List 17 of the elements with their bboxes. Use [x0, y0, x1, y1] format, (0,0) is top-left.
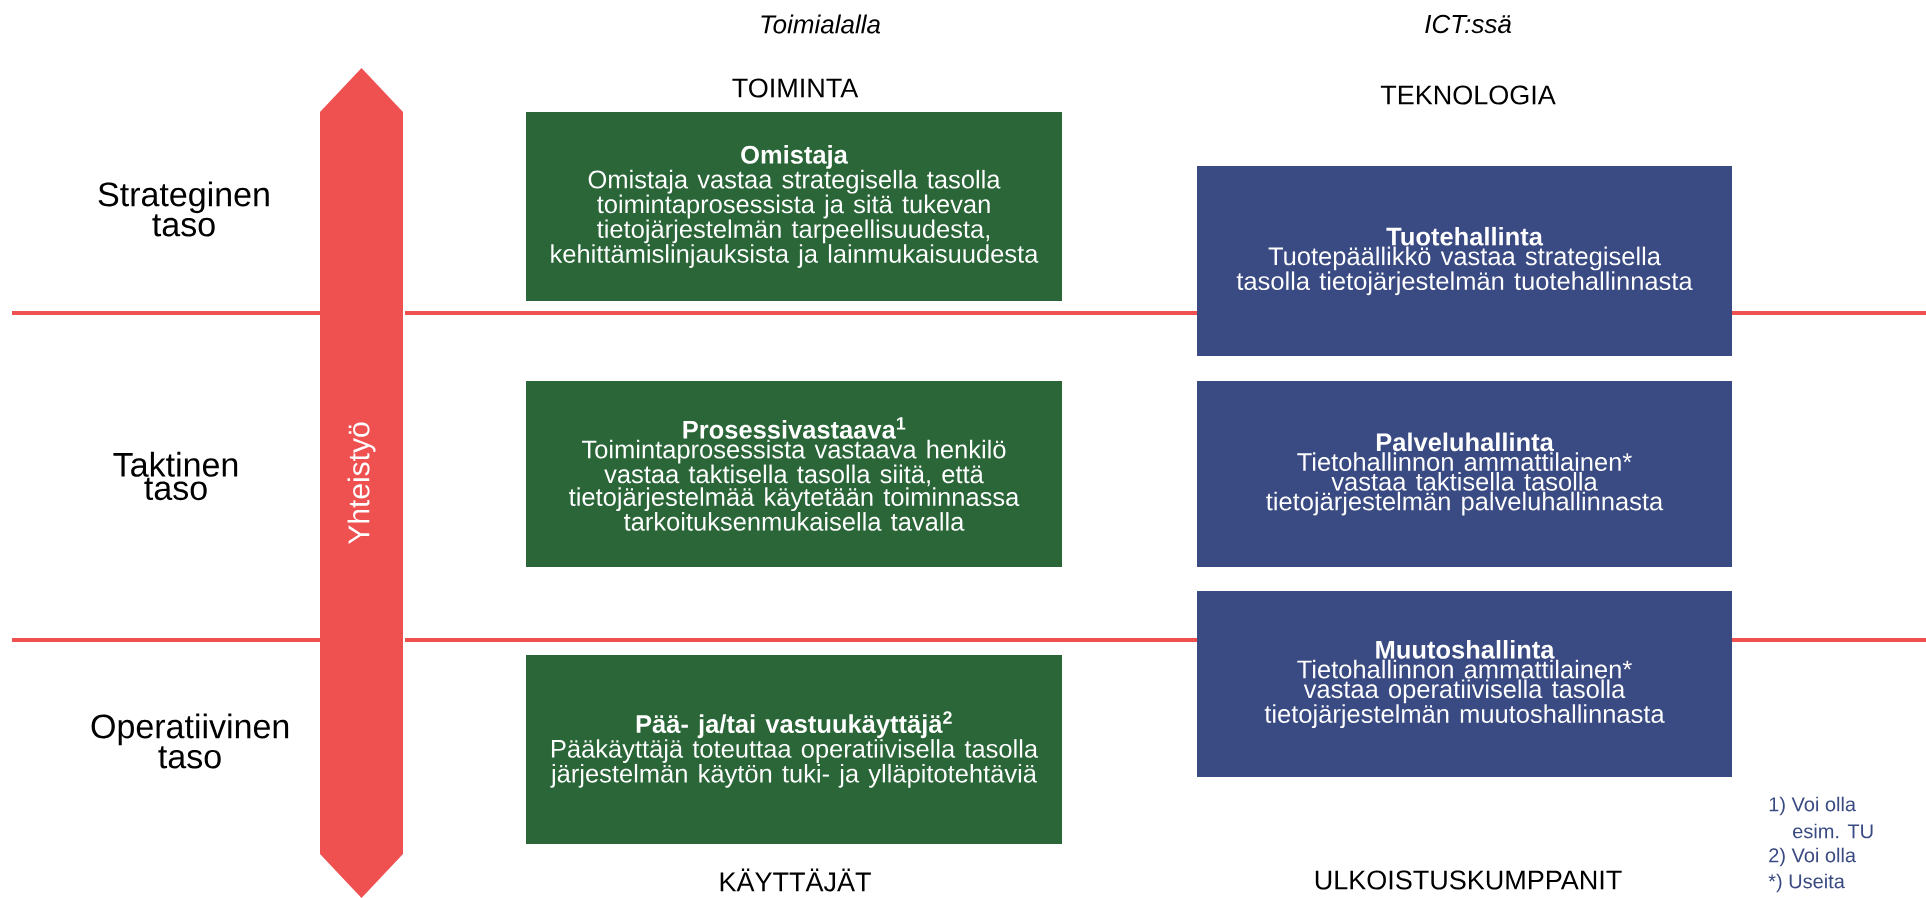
management-box: Palveluhallinta Tietohallinnon ammattilainen* vastaa taktisella tasolla tietojärjestelmän palveluhallinnasta: [1197, 381, 1732, 567]
footnote: *) Useita: [1768, 873, 1845, 893]
role-box: Omistaja Omistaja vastaa strategisella tasolla toimintaprosessista ja sitä tukevan tietojärjestelmän tarpeellisuudesta, kehittämislinjauksista ja lainmukaisuudesta: [526, 112, 1062, 301]
level-label: Operatiivinen taso: [91, 713, 289, 769]
column-heading: Toimialalla: [761, 14, 881, 34]
footnote: 1) Voi olla: [1769, 796, 1856, 816]
column-footer: ULKOISTUSKUMPPANIT: [1315, 870, 1622, 890]
column-heading: ICT:ssä: [1425, 14, 1512, 34]
role-box: Pää- ja/tai vastuukäyttäjä$^{2}$ Pääkäyttäjä toteuttaa operatiivisella tasolla järjestelmän käytön tuki- ja ylläpitotehtäviä: [526, 655, 1062, 844]
column-title: TEKNOLOGIA: [1380, 85, 1556, 105]
role-box: Prosessivastaava$^{1}$ Toimintaprosessista vastaava henkilö vastaa taktisella tasolla siitä, että tietojärjestelmää käytetään toiminnassa tarkoituksenmukaisella tavalla: [526, 381, 1062, 567]
management-box: Tuotehallinta Tuotepäällikkö vastaa strategisella tasolla tietojärjestelmän tuotehallinnasta: [1197, 166, 1732, 356]
management-box: Muutoshallinta Tietohallinnon ammattilainen* vastaa operatiivisella tasolla tietojärjestelmän muutoshallinnasta: [1197, 591, 1732, 777]
footnote: esim. TU: [1793, 823, 1873, 839]
level-label: Strateginen taso: [98, 181, 269, 237]
level-label: Taktinen taso: [113, 451, 238, 501]
footnote: 2) Voi olla: [1769, 847, 1856, 867]
